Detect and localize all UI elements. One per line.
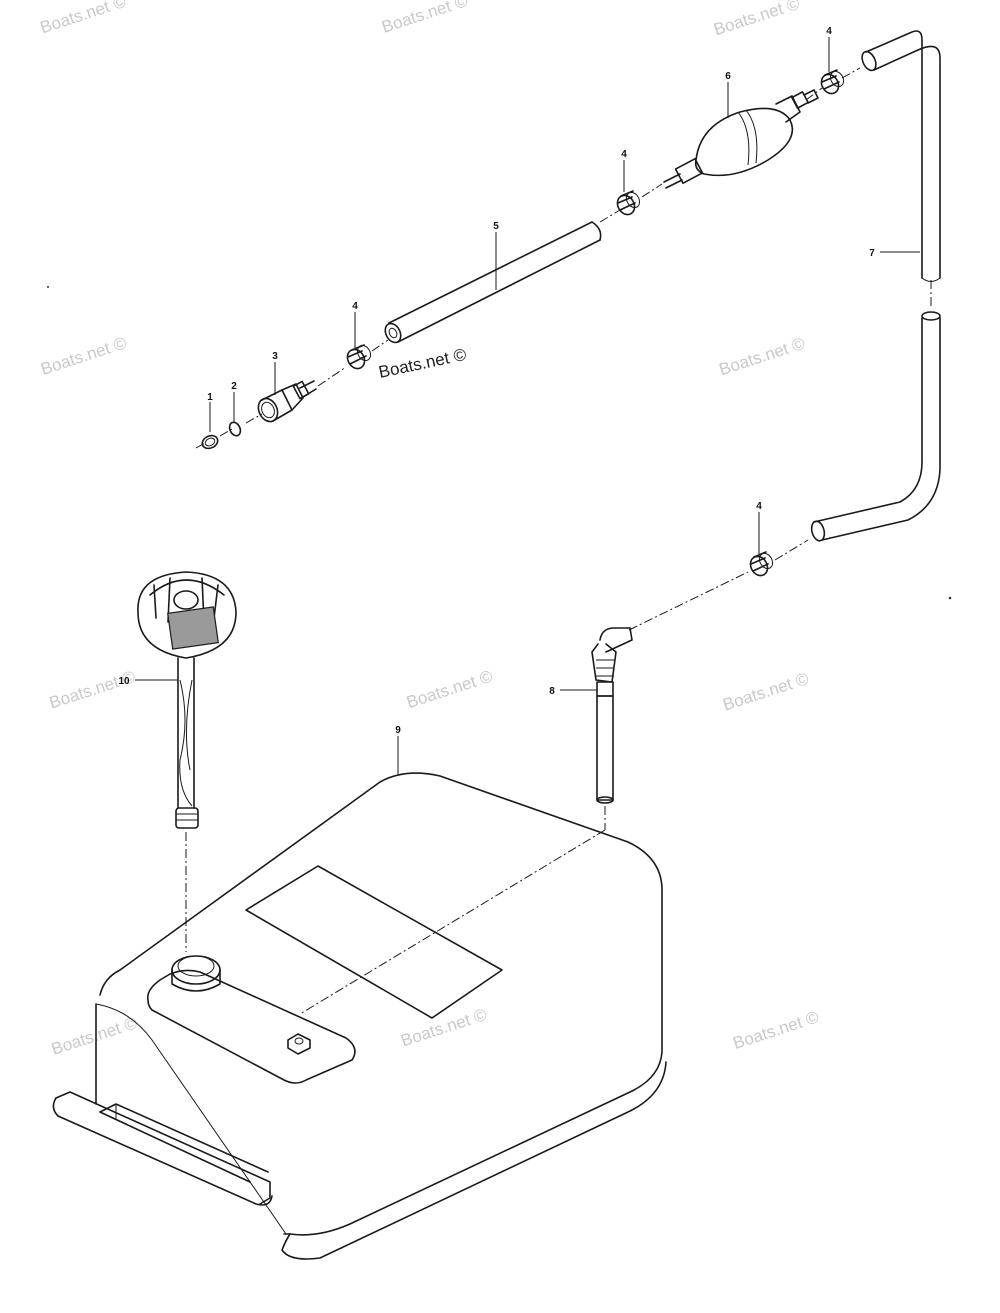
part-4-hose-clamp	[749, 551, 774, 577]
part-10-fuel-gauge	[137, 571, 237, 829]
speck	[948, 596, 952, 600]
watermark: Boats.net ©	[49, 1013, 140, 1059]
callout-8: 8	[549, 686, 555, 697]
callout-6: 6	[725, 71, 731, 82]
callout-7: 7	[869, 248, 875, 259]
callout-3: 3	[272, 351, 278, 362]
watermark: Boats.net ©	[38, 0, 129, 37]
watermark: Boats.net ©	[720, 669, 811, 715]
callout-10: 10	[118, 676, 130, 687]
watermarks: Boats.net © Boats.net © Boats.net © Boat…	[38, 0, 822, 1059]
watermark: Boats.net ©	[47, 667, 138, 713]
part-3-tank-connector	[257, 380, 317, 423]
callout-labels: 1 2 3 4 5 4 6 4 7 4 8 9 10	[118, 26, 875, 736]
callout-4: 4	[352, 301, 358, 312]
speck	[47, 286, 49, 288]
callout-2: 2	[231, 381, 237, 392]
watermark: Boats.net ©	[717, 334, 808, 380]
part-1-o-ring	[201, 434, 219, 450]
callout-5: 5	[493, 221, 499, 232]
callout-4: 4	[826, 26, 832, 37]
callout-4: 4	[621, 149, 627, 160]
watermark: Boats.net ©	[711, 0, 802, 39]
credit-text: Boats.net ©	[377, 345, 469, 382]
watermark: Boats.net ©	[399, 1005, 490, 1051]
watermark: Boats.net ©	[38, 333, 129, 379]
part-4-hose-clamp	[616, 190, 641, 216]
part-7-fuel-line	[810, 311, 941, 542]
assembly-lines	[185, 67, 932, 1015]
watermark: Boats.net ©	[404, 666, 495, 712]
watermark: Boats.net ©	[731, 1007, 822, 1053]
part-9-fuel-tank	[52, 772, 667, 1260]
leader-lines	[135, 37, 920, 775]
callout-4: 4	[756, 501, 762, 512]
part-2-ring	[228, 421, 242, 437]
callout-9: 9	[395, 725, 401, 736]
callout-1: 1	[207, 392, 213, 403]
part-6-primer-bulb	[663, 89, 819, 189]
part-4-hose-clamp	[820, 69, 845, 95]
part-4-hose-clamp	[346, 344, 372, 370]
part-5-fuel-hose	[384, 221, 602, 344]
part-8-fuel-pickup	[591, 627, 633, 804]
watermark: Boats.net ©	[379, 0, 470, 37]
part-7-fuel-line	[861, 30, 941, 282]
